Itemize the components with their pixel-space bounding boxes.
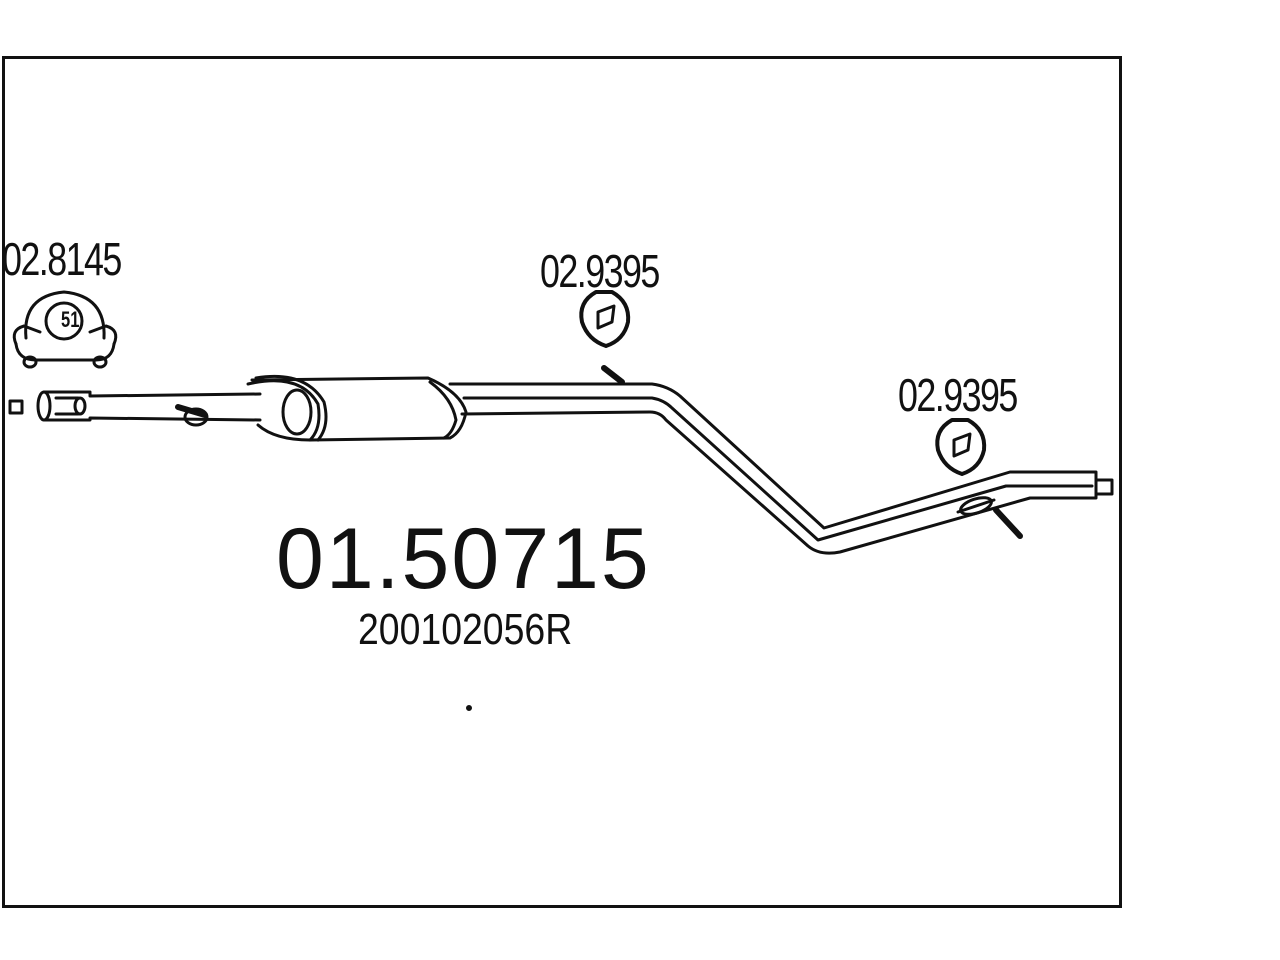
tail-pipe: [448, 382, 1114, 555]
clamp-icon: [12, 290, 118, 369]
stray-dot: [466, 705, 472, 711]
rubber-mount-icon: [579, 290, 631, 348]
rubber-mount-icon: [935, 418, 987, 476]
diagram-frame: [2, 56, 1122, 908]
mount-part-label: 02.9395: [898, 369, 1018, 421]
mid-hanger-icon: [601, 365, 625, 385]
inlet-pipe: [36, 390, 262, 422]
inlet-hanger-icon: [175, 404, 209, 427]
muffler-body: [246, 374, 468, 442]
mount-part-label: 02.9395: [540, 245, 660, 297]
clamp-size-badge: 51: [61, 307, 80, 332]
rear-hanger-icon: [956, 496, 1023, 539]
part-number: 01.50715: [276, 511, 651, 607]
inlet-flange-icon: [8, 399, 24, 415]
oe-number: 200102056R: [358, 605, 573, 654]
clamp-part-label: 02.8145: [2, 233, 122, 285]
